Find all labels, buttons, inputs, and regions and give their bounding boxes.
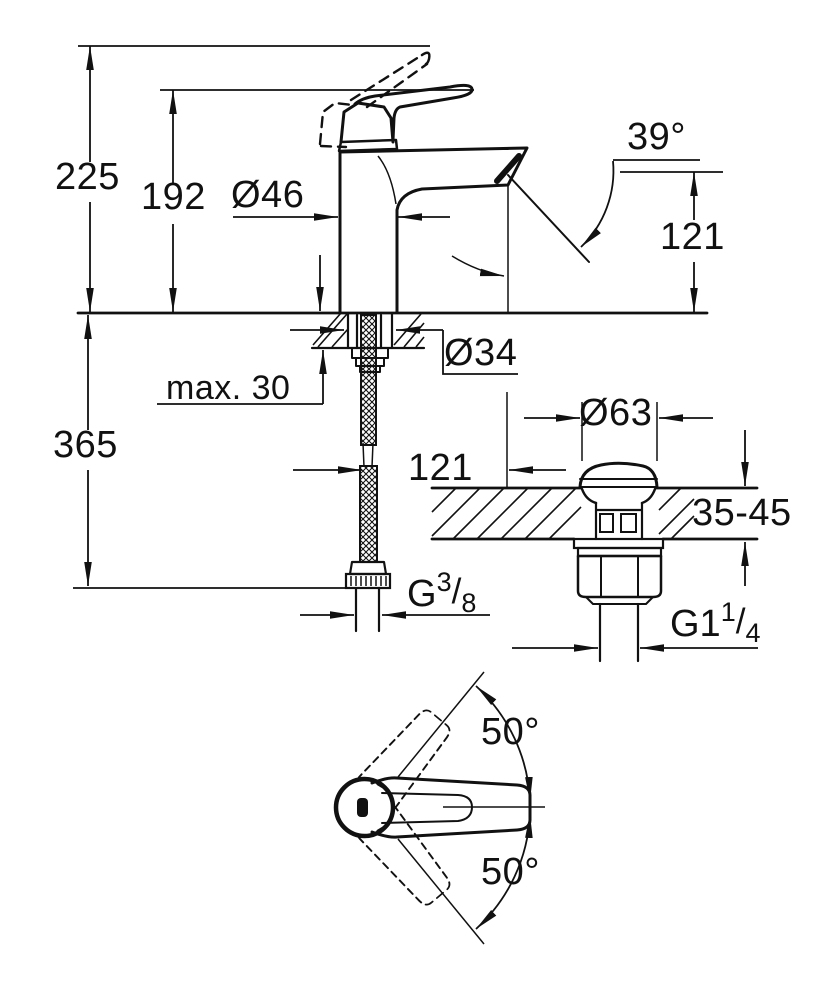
waste-valve-linework bbox=[430, 461, 759, 663]
waste-thread-numerator: 1 bbox=[720, 597, 736, 627]
waste-thread-prefix: G1 bbox=[670, 603, 721, 645]
supply-thread-numerator: 3 bbox=[436, 567, 452, 597]
dimension-lines bbox=[73, 45, 758, 652]
dim-swivel-up-label: 50° bbox=[481, 711, 540, 753]
supply-thread-prefix: G bbox=[407, 573, 437, 615]
front-view-linework bbox=[76, 51, 709, 633]
supply-thread-label: G3/8 bbox=[407, 567, 477, 618]
waste-thread-label: G11/4 bbox=[670, 597, 761, 648]
dim-body-diameter-label: Ø46 bbox=[231, 174, 305, 216]
dim-spout-reach-label: 121 bbox=[408, 447, 473, 489]
dim-swivel-down-label: 50° bbox=[481, 851, 540, 893]
dim-lever-height-label: 192 bbox=[141, 176, 206, 218]
dim-hole-diameter-label: Ø34 bbox=[444, 332, 518, 374]
dim-waste-deck-label: 35-45 bbox=[692, 492, 792, 534]
supply-thread-denominator: 8 bbox=[461, 588, 477, 618]
dim-spout-height-label: 121 bbox=[660, 216, 725, 258]
top-view-linework bbox=[333, 671, 545, 945]
waste-thread-denominator: 4 bbox=[745, 618, 761, 648]
dim-total-height-label: 225 bbox=[55, 156, 120, 198]
dim-hose-drop-label: 365 bbox=[53, 424, 118, 466]
dim-waste-cap-label: Ø63 bbox=[579, 392, 653, 434]
waste-thread-slash: / bbox=[735, 602, 746, 641]
supply-thread-slash: / bbox=[451, 572, 462, 611]
dim-max-deck-label: max. 30 bbox=[166, 369, 291, 407]
dim-spout-angle-label: 39° bbox=[627, 116, 686, 158]
